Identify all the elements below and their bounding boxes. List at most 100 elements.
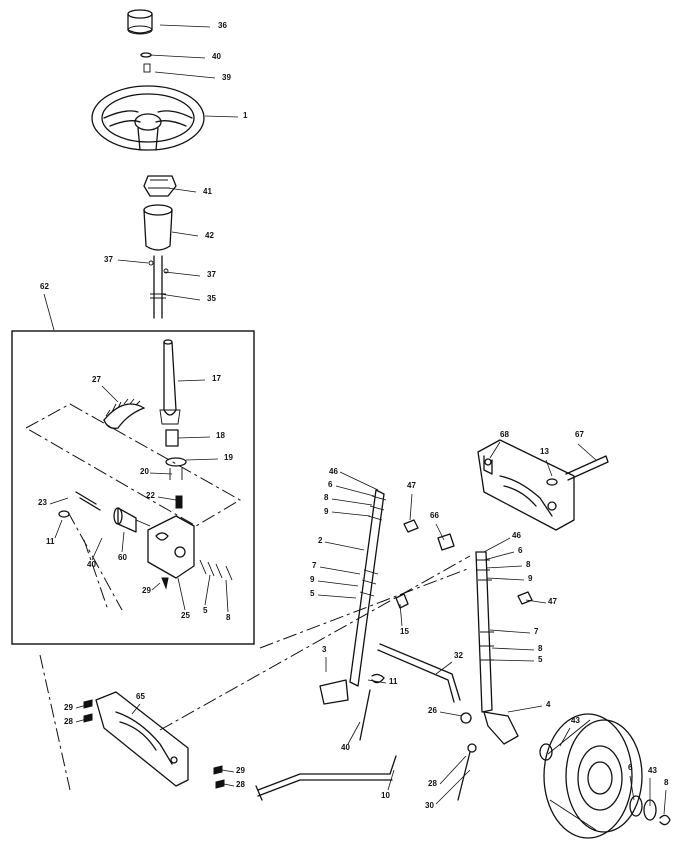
callout-label-c9a: 9 (324, 507, 329, 516)
callout-leader-c37a (117, 259, 149, 264)
callout-leader-c8c (485, 565, 523, 569)
callout-label-c11a: 11 (46, 537, 55, 546)
callout-leader-c40a (149, 54, 206, 59)
callout-label-c6b: 6 (518, 546, 523, 555)
callout-label-c67: 67 (575, 430, 584, 439)
callout-leader-c6a (335, 485, 375, 497)
callout-label-c22: 22 (146, 491, 155, 500)
callout-leader-c17 (177, 379, 206, 382)
callout-label-c9b: 9 (310, 575, 315, 584)
callout-leader-c47a (409, 493, 413, 521)
callout-label-c32: 32 (454, 651, 463, 660)
callout-leader-c28a (439, 755, 467, 785)
callout-leader-c7b (489, 629, 531, 634)
callout-label-c62: 62 (40, 282, 49, 291)
callout-label-c10: 10 (381, 791, 390, 800)
callout-label-c8c: 8 (526, 560, 531, 569)
callout-label-c28c: 28 (236, 780, 245, 789)
callout-label-c5c: 5 (538, 655, 543, 664)
callout-label-c1: 1 (243, 111, 248, 120)
callout-label-c35: 35 (207, 294, 216, 303)
callout-label-c7b: 7 (534, 627, 539, 636)
steering-column-upper (91, 9, 205, 319)
callout-label-c47a: 47 (407, 481, 416, 490)
callout-label-c4: 4 (546, 700, 551, 709)
callout-leader-c43a (559, 727, 571, 747)
callout-label-c65: 65 (136, 692, 145, 701)
callout-label-c8d: 8 (538, 644, 543, 653)
callout-leader-c6b (483, 551, 515, 561)
callout-label-c42: 42 (205, 231, 214, 240)
callout-label-c8e: 8 (664, 778, 669, 787)
callout-label-c7a: 7 (312, 561, 317, 570)
callout-label-c36a: 36 (218, 21, 227, 30)
callout-leader-c1 (204, 115, 239, 118)
callout-label-c30: 30 (425, 801, 434, 810)
callout-label-c41: 41 (203, 187, 212, 196)
callout-leader-c67 (577, 443, 597, 461)
callout-label-c15: 15 (400, 627, 409, 636)
callout-leader-c35 (159, 293, 201, 301)
callout-label-c26: 26 (428, 706, 437, 715)
callout-label-c29a: 29 (142, 586, 151, 595)
bracket-65 (83, 691, 225, 789)
callout-leader-c42 (171, 231, 199, 237)
callout-label-c23: 23 (38, 498, 47, 507)
callout-label-c37a: 37 (104, 255, 113, 264)
callout-label-c17: 17 (212, 374, 221, 383)
callout-leader-c29c (221, 769, 235, 773)
callout-label-c19: 19 (224, 453, 233, 462)
callout-label-c37b: 37 (207, 270, 216, 279)
callout-label-c5a: 5 (203, 606, 208, 615)
steering-gear-assembly (24, 339, 241, 590)
callout-label-c47b: 47 (548, 597, 557, 606)
callout-label-c29c: 29 (236, 766, 245, 775)
callout-leader-c5a (204, 574, 211, 606)
callout-leader-c8e (663, 789, 667, 815)
callout-leader-c41 (167, 187, 197, 193)
callout-label-c3: 3 (322, 645, 327, 654)
callout-leader-c27 (101, 385, 119, 403)
callout-leader-c47b (525, 599, 547, 604)
callout-leader-c62 (43, 293, 55, 331)
callout-leader-c28c (223, 783, 235, 787)
callout-label-c5b: 5 (310, 589, 315, 598)
callout-leader-c11b (367, 679, 387, 684)
callout-label-c18: 18 (216, 431, 225, 440)
callout-label-c66: 66 (430, 511, 439, 520)
callout-label-c40a: 40 (212, 52, 221, 61)
callout-leader-c46a (339, 471, 379, 491)
callout-leader-c29b (75, 703, 91, 709)
callout-label-c6a: 6 (328, 480, 333, 489)
callout-label-c39: 39 (222, 73, 231, 82)
callout-leader-c28b (75, 717, 91, 723)
callout-leader-c18 (177, 436, 211, 439)
callout-label-c11b: 11 (389, 677, 398, 686)
callout-leader-c7a (319, 566, 361, 575)
callout-leader-c8b (331, 498, 373, 506)
callout-leader-c66 (435, 523, 445, 541)
callout-leader-c29a (151, 582, 161, 591)
callout-leader-c60 (121, 531, 125, 553)
callout-leader-c40b (91, 537, 103, 561)
callout-label-c8b: 8 (324, 493, 329, 502)
callout-leader-c13 (545, 459, 553, 477)
callout-leader-c6c (629, 775, 635, 801)
assembly-62-frame (11, 330, 255, 645)
callout-leader-c22 (157, 496, 177, 501)
callout-leader-c5c (491, 659, 535, 662)
tie-rod-assembly (255, 439, 609, 801)
callout-label-c28a: 28 (428, 779, 437, 788)
callout-label-c43b: 43 (648, 766, 657, 775)
callout-label-c9c: 9 (528, 574, 533, 583)
callout-label-c29b: 29 (64, 703, 73, 712)
callout-labels: 3640391414237373562172718192022231140602… (38, 21, 669, 815)
callout-leader-c30 (435, 769, 471, 805)
callout-leader-c9a (331, 511, 371, 517)
callout-label-c27: 27 (92, 375, 101, 384)
callout-label-c46a: 46 (329, 467, 338, 476)
callout-label-c28b: 28 (64, 717, 73, 726)
callout-leader-c26 (439, 711, 463, 717)
callout-label-c60: 60 (118, 553, 127, 562)
